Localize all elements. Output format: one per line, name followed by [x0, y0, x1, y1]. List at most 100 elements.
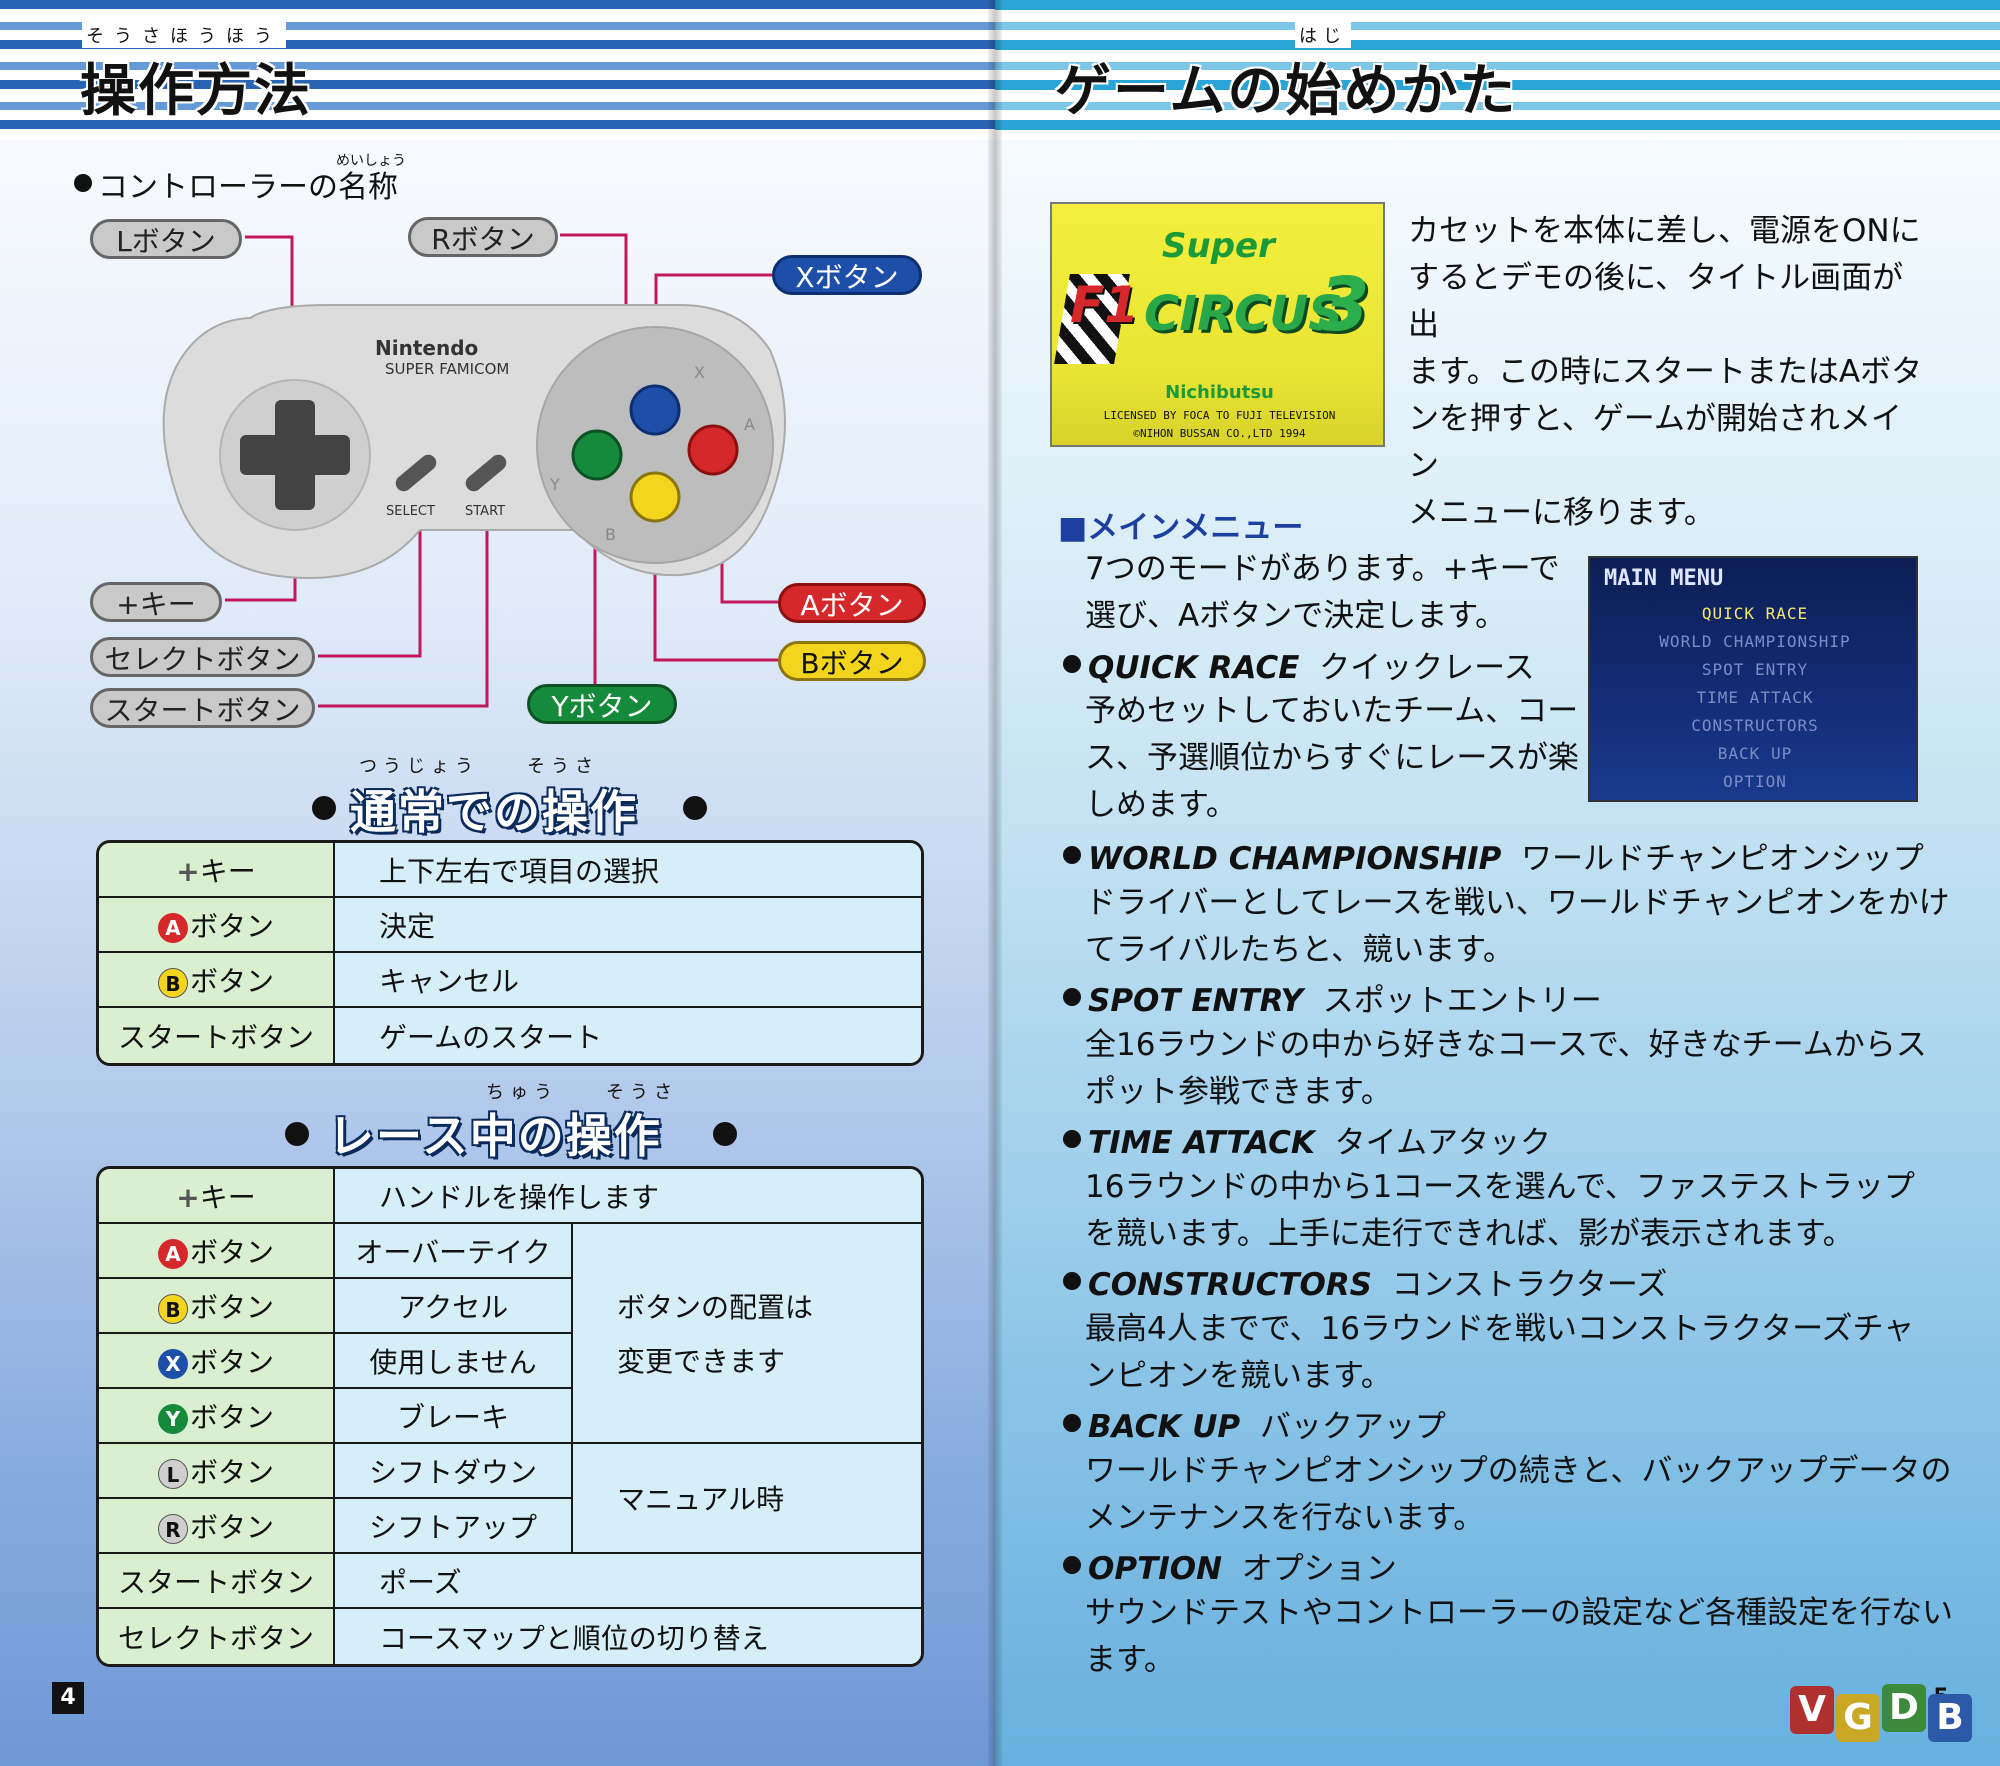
- intro-text: カセットを本体に差し、電源をONに するとデモの後に、タイトル画面が出 ます。こ…: [1408, 213, 1923, 531]
- bullet: [683, 796, 707, 820]
- copyright-text: ©NIHON BUSSAN CO.,LTD 1994: [1133, 427, 1306, 440]
- x-button-shape: [629, 384, 681, 436]
- b-button-icon: B: [157, 1293, 188, 1324]
- bullet: [1063, 988, 1081, 1006]
- race-title: レース中の操作: [328, 1109, 662, 1163]
- select-text: SELECT: [386, 504, 435, 519]
- main-menu-heading: ■メインメニュー: [1058, 510, 1304, 546]
- bullet: [285, 1122, 309, 1146]
- label-select-button: セレクトボタン: [90, 637, 315, 677]
- a-button-icon: A: [157, 912, 188, 943]
- plus-icon: +: [176, 854, 200, 888]
- menu-item: SPOT ENTRY: [1701, 660, 1809, 679]
- swap-note: ボタンの配置は変更できます: [573, 1224, 921, 1444]
- menu-item: OPTION: [1723, 772, 1787, 791]
- label-l-button: Lボタン: [90, 219, 242, 259]
- bullet: [1063, 1130, 1081, 1148]
- menu-item: BACK UP: [1717, 744, 1793, 763]
- menu-item: WORLD CHAMPIONSHIP: [1659, 632, 1851, 651]
- label-b-button: Bボタン: [778, 641, 926, 681]
- label-y-button: Yボタン: [527, 684, 677, 724]
- start-button-shape: [465, 454, 507, 492]
- logo-circus: CIRCUS: [1144, 286, 1343, 342]
- bullet: [1063, 1556, 1081, 1574]
- menu-item: TIME ATTACK: [1696, 688, 1814, 707]
- bullet: [312, 796, 336, 820]
- main-menu-screenshot: MAIN MENU QUICK RACE WORLD CHAMPIONSHIP …: [1588, 556, 1918, 802]
- select-button-shape: [395, 454, 437, 492]
- header-stripes: [995, 0, 2000, 140]
- menu-item: CONSTRUCTORS: [1691, 716, 1819, 735]
- bullet: [1063, 1414, 1081, 1432]
- x-letter: X: [694, 363, 705, 382]
- watermark-letter: B: [1928, 1694, 1972, 1742]
- license-text: LICENSED BY FOCA TO FUJI TELEVISION: [1103, 409, 1336, 422]
- left-page: そうさほうほう 操作方法 めいしょう コントローラーの名称 SELECT STA…: [0, 0, 995, 1766]
- label-start-button: スタートボタン: [90, 688, 315, 728]
- b-button-icon: B: [157, 967, 188, 998]
- brand-text: Nintendo: [375, 336, 478, 360]
- table-row: +キー 上下左右で項目の選択: [99, 843, 921, 898]
- a-button-icon: A: [157, 1238, 188, 1269]
- l-button-icon: L: [157, 1458, 188, 1489]
- manual-note: マニュアル時: [573, 1444, 921, 1554]
- table-row: セレクトボタン コースマップと順位の切り替え: [99, 1609, 921, 1664]
- controller-diagram: SELECT START Nintendo SUPER FAMICOM X A …: [162, 233, 786, 708]
- y-button-icon: Y: [157, 1403, 188, 1434]
- a-letter: A: [744, 415, 755, 434]
- logo-number: 3: [1318, 262, 1370, 348]
- watermark-letter: G: [1836, 1694, 1880, 1742]
- logo-super: Super: [1162, 226, 1275, 266]
- book-spine: [988, 0, 1002, 1766]
- label-a-button: Aボタン: [778, 583, 926, 623]
- watermark-letter: D: [1882, 1684, 1926, 1732]
- menu-screen-title: MAIN MENU: [1604, 566, 1724, 591]
- table-row: スタートボタン ポーズ: [99, 1554, 921, 1609]
- normal-title-ruby: つうじょう そうさ: [359, 756, 599, 777]
- x-button-icon: X: [157, 1348, 188, 1379]
- title-ruby: そうさほうほう: [82, 22, 286, 48]
- vgdb-watermark: V G D B: [1790, 1680, 1990, 1750]
- dpad: [240, 400, 350, 510]
- plus-icon: +: [176, 1180, 200, 1214]
- publisher-logo: Nichibutsu: [1165, 382, 1274, 403]
- b-letter: B: [605, 525, 616, 544]
- start-text: START: [465, 504, 505, 519]
- menu-item: QUICK RACE: [1701, 604, 1809, 623]
- normal-title: 通常での操作: [350, 785, 638, 839]
- label-plus-key: +キー: [90, 582, 222, 622]
- controller-heading: コントローラーの名称: [98, 170, 398, 205]
- y-button-shape: [571, 429, 623, 481]
- bullet: [1063, 1272, 1081, 1290]
- b-button-shape: [629, 471, 681, 523]
- y-letter: Y: [549, 475, 560, 494]
- bullet: [1063, 655, 1081, 673]
- title-ruby: はじ: [1295, 22, 1351, 48]
- label-x-button: Xボタン: [772, 255, 922, 295]
- bullet: [1063, 846, 1081, 864]
- r-button-icon: R: [157, 1513, 188, 1544]
- table-row: +キー ハンドルを操作します: [99, 1169, 921, 1224]
- watermark-letter: V: [1790, 1686, 1834, 1734]
- a-button-shape: [687, 424, 739, 476]
- page-title: ゲームの始めかた: [1055, 59, 1518, 124]
- table-row: スタートボタン ゲームのスタート: [99, 1008, 921, 1063]
- heading-ruby: めいしょう: [336, 153, 406, 169]
- page-number: 4: [52, 1682, 84, 1714]
- logo-f1: F1: [1070, 276, 1139, 334]
- label-r-button: Rボタン: [408, 217, 558, 257]
- title-screen-image: Super F1 CIRCUS 3 Nichibutsu LICENSED BY…: [1050, 202, 1385, 447]
- model-text: SUPER FAMICOM: [385, 360, 509, 378]
- face-button-well: [536, 326, 774, 564]
- bullet: [713, 1122, 737, 1146]
